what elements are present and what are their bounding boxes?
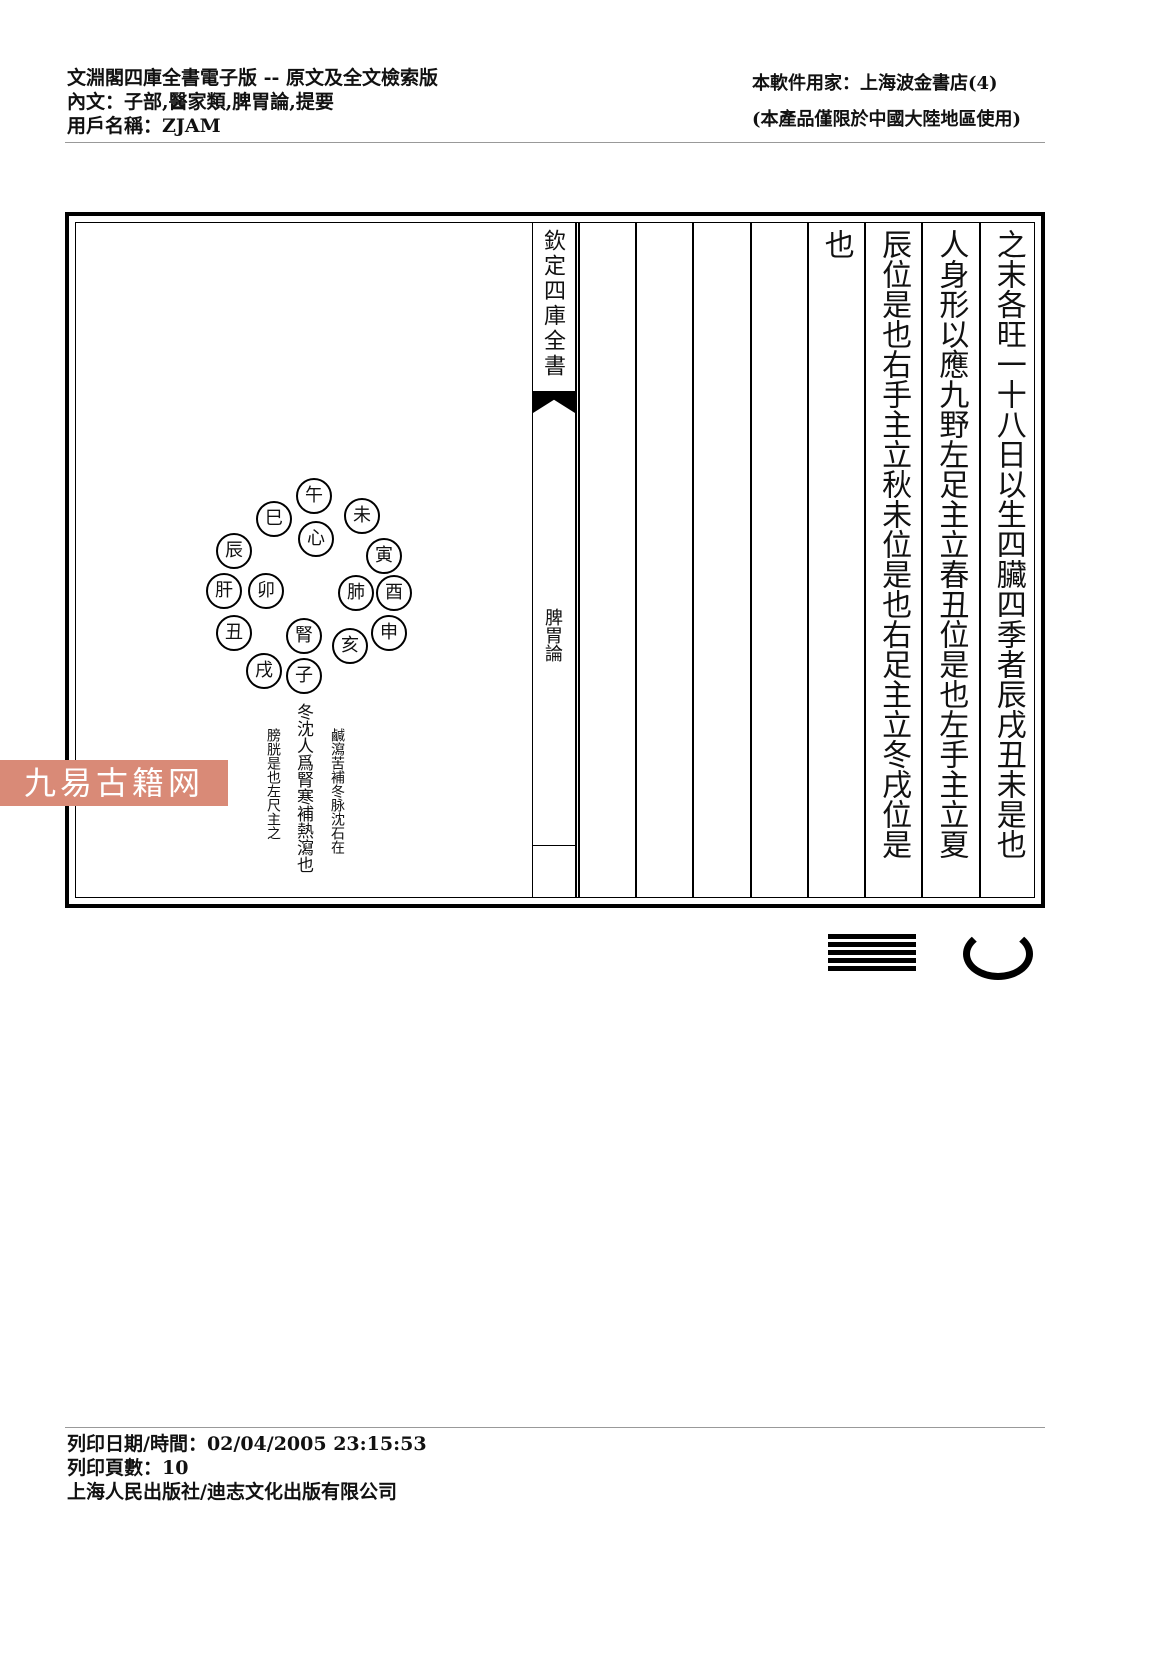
diagram-note: 膀胱是也左尺主之: [265, 728, 281, 840]
strip-divider: [533, 845, 575, 846]
chapter-title: 脾胃論: [542, 608, 563, 662]
column-text: 之末各旺一十八日以生四臟四季者辰戌丑未是也: [990, 229, 1026, 859]
logo: [828, 928, 1043, 988]
diagram-circle: 寅: [366, 538, 402, 574]
watermark: 九易古籍网: [0, 760, 228, 806]
diagram-circle: 申: [371, 615, 407, 651]
column-text: 辰位是也右手主立秋未位是也右足主立冬戌位是: [876, 229, 912, 859]
diagram-circle: 肝: [206, 573, 242, 609]
publisher: 上海人民出版社/迪志文化出版有限公司: [67, 1481, 397, 1503]
diagram-circle: 肺: [338, 575, 374, 611]
diagram-circle: 未: [344, 498, 380, 534]
print-pages: 列印頁數：10: [67, 1457, 189, 1479]
book-title: 欽定四庫全書: [540, 229, 565, 379]
text-column: [577, 223, 637, 897]
diagram-circle: 巳: [256, 501, 292, 537]
diagram-note: 冬沈人爲腎寒補熱瀉也: [293, 703, 313, 873]
page-frame: 午巳心未辰卯肝 寅丑腎子亥戌 肺酉申 冬沈人爲腎寒補熱瀉也 膀胱是也左尺主之 鹹瀉苦…: [65, 212, 1045, 908]
diagram-circle: 酉: [376, 575, 412, 611]
diagram-circle: 丑: [216, 615, 252, 651]
column-text: 人身形以應九野左足主立春丑位是也左手主立夏: [933, 229, 969, 859]
diagram: 午巳心未辰卯肝 寅丑腎子亥戌 肺酉申 冬沈人爲腎寒補熱瀉也 膀胱是也左尺主之 鹹瀉苦…: [76, 223, 532, 897]
diagram-circle: 心: [298, 521, 334, 557]
column-text: 也: [818, 229, 854, 259]
diagram-circle: 亥: [332, 628, 368, 664]
text-column: 人身形以應九野左足主立春丑位是也左手主立夏: [921, 223, 980, 897]
footer-divider: [65, 1427, 1045, 1428]
text-column: 之末各旺一十八日以生四臟四季者辰戌丑未是也: [978, 223, 1038, 897]
fishtail-mark: [533, 391, 575, 413]
diagram-note: 鹹瀉苦補冬脉沈石在: [329, 728, 345, 854]
text-column: [692, 223, 751, 897]
text-column: 辰位是也右手主立秋未位是也右足主立冬戌位是: [864, 223, 923, 897]
licensee: 本軟件用家：上海波金書店(4): [752, 73, 998, 94]
header-divider: [65, 142, 1045, 143]
text-column: [634, 223, 694, 897]
diagram-circle: 午: [296, 478, 332, 514]
diagram-circle: 辰: [216, 533, 252, 569]
diagram-circle: 腎: [286, 618, 322, 654]
text-column: [749, 223, 809, 897]
diagram-circle: 卯: [248, 573, 284, 609]
center-strip: 欽定四庫全書 脾胃論: [532, 223, 577, 897]
text-column: 也: [806, 223, 866, 897]
restriction: (本產品僅限於中國大陸地區使用): [752, 109, 1022, 130]
user-name: 用戶名稱：ZJAM: [67, 115, 221, 137]
content-path: 內文：子部,醫家類,脾胃論,提要: [67, 91, 334, 113]
diagram-circle: 子: [286, 658, 322, 694]
diagram-circle: 戌: [246, 653, 282, 689]
print-date: 列印日期/時間：02/04/2005 23:15:53: [67, 1433, 427, 1455]
doc-title: 文淵閣四庫全書電子版 -- 原文及全文檢索版: [67, 67, 439, 89]
